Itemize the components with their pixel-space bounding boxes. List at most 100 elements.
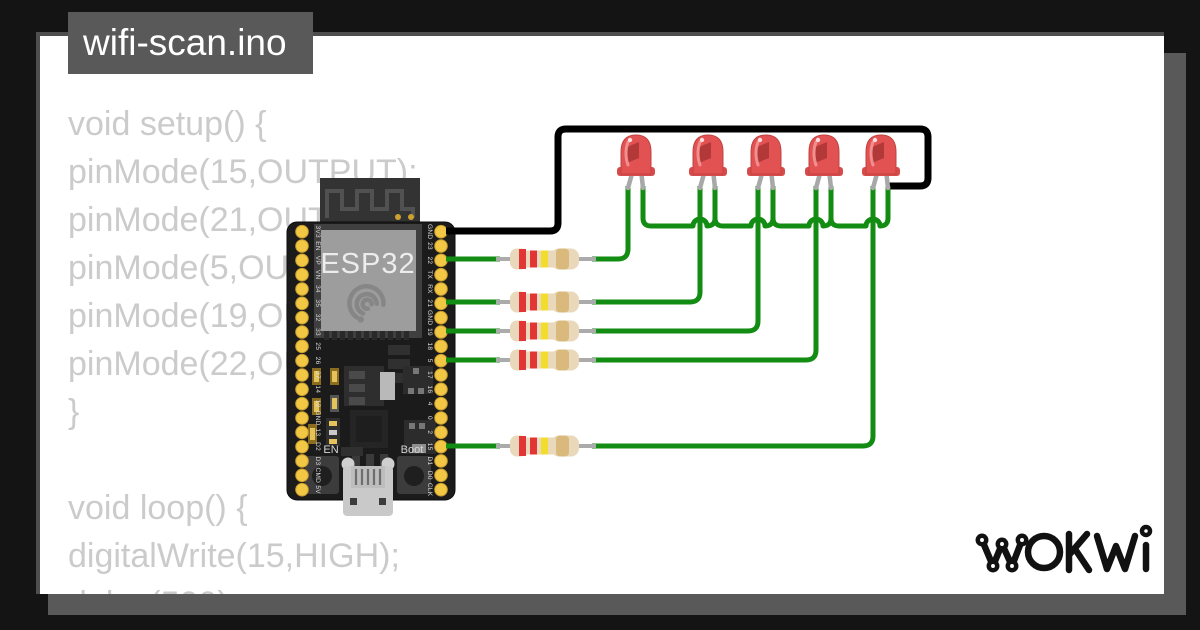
led5[interactable]: [862, 134, 900, 191]
logo-node-icon: [1015, 533, 1029, 547]
wire-resistor1-led1[interactable]: [592, 186, 631, 262]
pin-label-right-21: 21: [426, 299, 433, 307]
boot-button-label: Boot: [401, 444, 424, 456]
module-shield: [321, 230, 416, 331]
pin-label-left-gnd: GND: [314, 410, 321, 425]
resistor2[interactable]: [496, 291, 596, 313]
pin-right-gnd[interactable]: [434, 310, 448, 325]
pin-right-4[interactable]: [434, 396, 448, 411]
smd-components: [308, 345, 436, 468]
resistor4[interactable]: [496, 349, 596, 371]
file-tab[interactable]: wifi-scan.ino: [68, 12, 313, 74]
pin-right-rx[interactable]: [434, 282, 448, 296]
pin-label-right-tx: TX: [426, 270, 433, 279]
pin-right-2[interactable]: [434, 425, 448, 440]
esp32-board[interactable]: ESP32: [286, 178, 456, 516]
wire-led1-led2-cathode[interactable]: [640, 186, 718, 229]
pin-right-d1[interactable]: [434, 454, 448, 468]
pin-label-left-3v3: 3V3: [314, 225, 321, 238]
pin-right-clk[interactable]: [434, 482, 448, 497]
code-line: digitalWrite(15,HIGH);: [68, 537, 400, 575]
pin-label-right-15: 15: [426, 443, 433, 451]
code-line: }: [68, 393, 80, 431]
pin-left-3v3[interactable]: [295, 224, 309, 239]
resistor5[interactable]: [496, 435, 596, 457]
pin-label-left-5v: 5V: [314, 485, 321, 494]
pin-left-en[interactable]: [295, 239, 309, 253]
pin-label-left-25: 25: [314, 342, 321, 350]
led1[interactable]: [617, 134, 655, 191]
wire-gnd-black[interactable]: [446, 125, 932, 235]
logo-letter-w2: [1093, 532, 1139, 573]
pin-right-gnd[interactable]: [434, 224, 448, 239]
pin-left-35[interactable]: [295, 296, 309, 311]
resistor1[interactable]: [496, 248, 596, 270]
pin-label-right-d1: D1: [426, 457, 433, 466]
logo-letter-o: [1024, 532, 1064, 572]
pin-left-cmd[interactable]: [295, 468, 309, 483]
resistor3[interactable]: [496, 320, 596, 342]
pin-left-27[interactable]: [295, 368, 309, 382]
pin-right-18[interactable]: [434, 339, 448, 354]
led3[interactable]: [747, 134, 785, 191]
pin-label-right-gnd: GND: [426, 310, 433, 325]
pin-right-0[interactable]: [434, 411, 448, 425]
pin-right-d0[interactable]: [434, 468, 448, 483]
wire-resistor3-led3[interactable]: [592, 186, 761, 334]
pin-right-tx[interactable]: [434, 267, 448, 282]
pin-right-19[interactable]: [434, 325, 448, 339]
logo-node-icon: [975, 533, 989, 547]
pin-label-left-26: 26: [314, 357, 321, 365]
pin-left-5v[interactable]: [295, 482, 309, 497]
pin-label-right-22: 22: [426, 256, 433, 264]
wire-led3-led4-cathode[interactable]: [770, 186, 834, 229]
pin-left-33[interactable]: [295, 325, 309, 339]
logo-node-icon: [995, 537, 1009, 551]
pin-label-left-vn: VN: [314, 270, 321, 280]
pin-left-34[interactable]: [295, 282, 309, 296]
en-button-label: EN: [323, 444, 338, 456]
wokwi-logo: [975, 524, 1153, 574]
pin-left-vn[interactable]: [295, 267, 309, 282]
boot-button-cap[interactable]: [404, 466, 424, 486]
pin-left-d2[interactable]: [295, 439, 309, 454]
pin-right-5[interactable]: [434, 353, 448, 368]
pin-right-22[interactable]: [434, 253, 448, 268]
pin-right-21[interactable]: [434, 296, 448, 311]
pin-left-26[interactable]: [295, 353, 309, 368]
file-name: wifi-scan.ino: [83, 22, 287, 63]
pin-label-right-4: 4: [426, 402, 433, 406]
pin-label-right-16: 16: [426, 385, 433, 393]
led4[interactable]: [805, 134, 843, 191]
pin-left-gnd[interactable]: [295, 411, 309, 425]
chip-label: ESP32: [320, 248, 415, 280]
pin-label-left-14: 14: [314, 385, 321, 393]
code-line: void loop() {: [68, 489, 248, 527]
wire-led4-led5-cathode[interactable]: [828, 186, 891, 229]
pin-left-13[interactable]: [295, 425, 309, 440]
pin-left-32[interactable]: [295, 310, 309, 325]
pin-label-right-0: 0: [426, 416, 433, 420]
antenna-pad-icon: [395, 214, 401, 220]
pin-label-left-35: 35: [314, 299, 321, 307]
pin-left-14[interactable]: [295, 382, 309, 397]
led2[interactable]: [689, 134, 727, 191]
pin-label-left-vp: VP: [314, 256, 321, 265]
logo-node-icon: [1005, 559, 1019, 573]
pin-left-d3[interactable]: [295, 454, 309, 468]
pin-label-left-33: 33: [314, 328, 321, 336]
en-button-cap[interactable]: [312, 466, 332, 486]
wire-resistor2-led2[interactable]: [592, 186, 703, 305]
pin-right-23[interactable]: [434, 239, 448, 253]
pin-left-vp[interactable]: [295, 253, 309, 268]
wire-led2-led3-cathode[interactable]: [712, 186, 776, 229]
pin-label-right-2: 2: [426, 430, 433, 434]
wire-resistor5-led5[interactable]: [592, 186, 876, 449]
pin-left-25[interactable]: [295, 339, 309, 354]
pin-right-15[interactable]: [434, 439, 448, 454]
wire-resistor4-led4[interactable]: [592, 186, 819, 363]
pin-right-16[interactable]: [434, 382, 448, 397]
pin-left-12[interactable]: [295, 396, 309, 411]
pin-right-17[interactable]: [434, 368, 448, 382]
